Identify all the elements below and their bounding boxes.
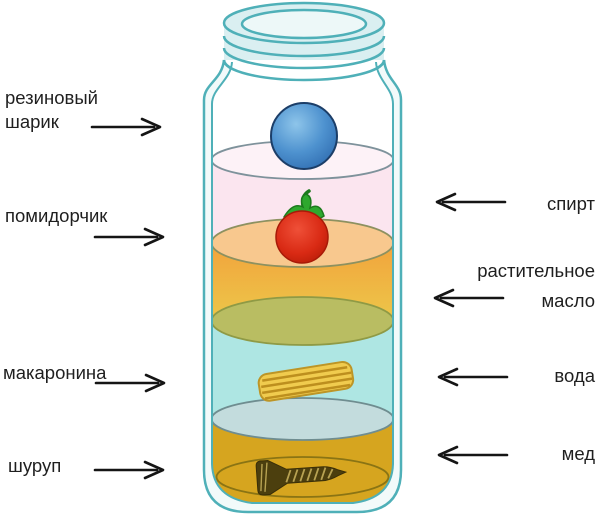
arrow-pasta bbox=[94, 372, 168, 394]
screw bbox=[255, 460, 348, 496]
label-alcohol: спирт bbox=[547, 193, 595, 214]
honey-surface bbox=[212, 397, 393, 441]
label-vegetable-oil: растительное масло bbox=[477, 260, 595, 311]
jar-inner-wall bbox=[211, 61, 394, 504]
label-water: вода bbox=[554, 365, 595, 386]
arrow-tomato bbox=[93, 226, 167, 248]
label-screw: шуруп bbox=[8, 455, 62, 476]
oil-water-boundary bbox=[212, 296, 393, 346]
label-honey: мед bbox=[561, 443, 595, 464]
jar-neck-threads bbox=[222, 1, 386, 82]
tomato bbox=[275, 189, 329, 264]
label-pasta: макаронина bbox=[3, 362, 107, 383]
label-tomato: помидорчик bbox=[5, 205, 108, 226]
arrow-vegetable-oil bbox=[431, 287, 505, 309]
arrow-water bbox=[435, 366, 509, 388]
arrow-screw bbox=[93, 459, 167, 481]
label-rubber-ball: резиновый шарик bbox=[5, 87, 98, 133]
rubber-ball bbox=[270, 102, 338, 170]
arrow-rubber-ball bbox=[90, 116, 164, 138]
arrow-alcohol bbox=[433, 191, 507, 213]
arrow-honey bbox=[435, 444, 509, 466]
pasta bbox=[257, 360, 355, 402]
